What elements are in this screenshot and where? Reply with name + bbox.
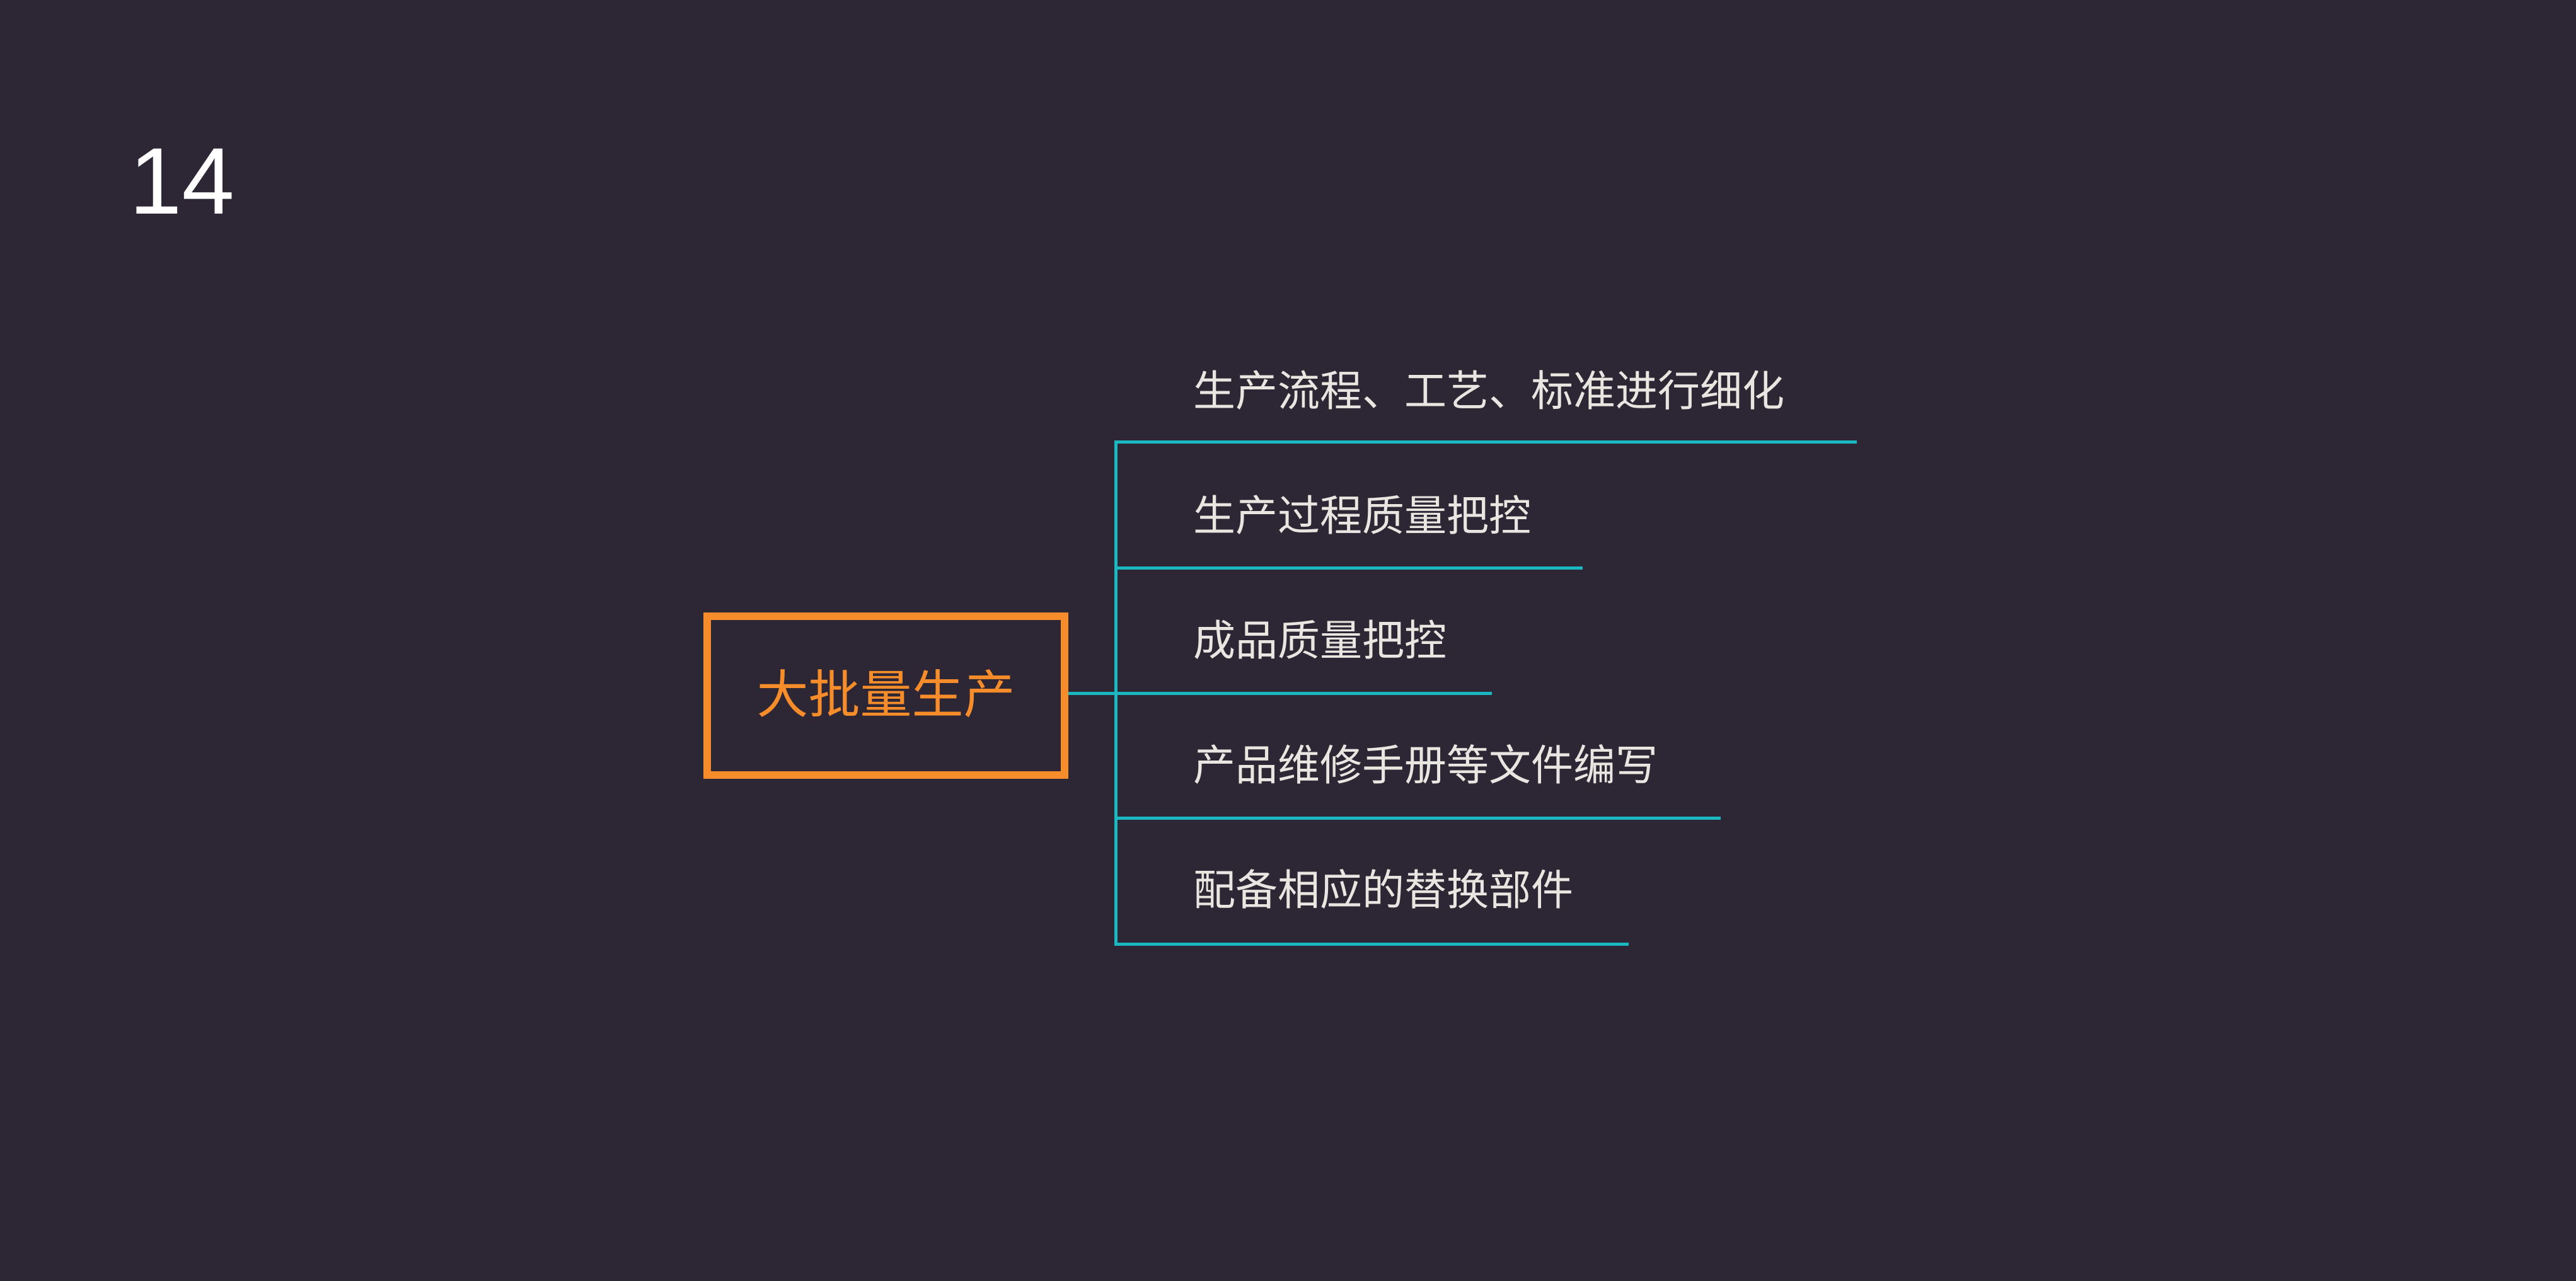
branch-underline-5 xyxy=(1114,943,1629,946)
branch-node-2[interactable]: 生产过程质量把控 xyxy=(1193,491,1531,541)
branch-node-3[interactable]: 成品质量把控 xyxy=(1193,616,1447,665)
root-connector xyxy=(1068,692,1118,695)
branch-node-5[interactable]: 配备相应的替换部件 xyxy=(1193,866,1573,915)
root-node-label: 大批量生产 xyxy=(756,665,1015,725)
branch-underline-1 xyxy=(1114,440,1857,444)
branch-underline-3 xyxy=(1114,692,1492,695)
branch-underline-4 xyxy=(1114,817,1721,820)
page-number: 14 xyxy=(129,128,234,234)
branch-node-1[interactable]: 生产流程、工艺、标准进行细化 xyxy=(1193,367,1784,416)
root-node[interactable]: 大批量生产 xyxy=(703,612,1068,779)
branch-node-4[interactable]: 产品维修手册等文件编写 xyxy=(1193,741,1658,790)
branch-underline-2 xyxy=(1114,566,1583,570)
